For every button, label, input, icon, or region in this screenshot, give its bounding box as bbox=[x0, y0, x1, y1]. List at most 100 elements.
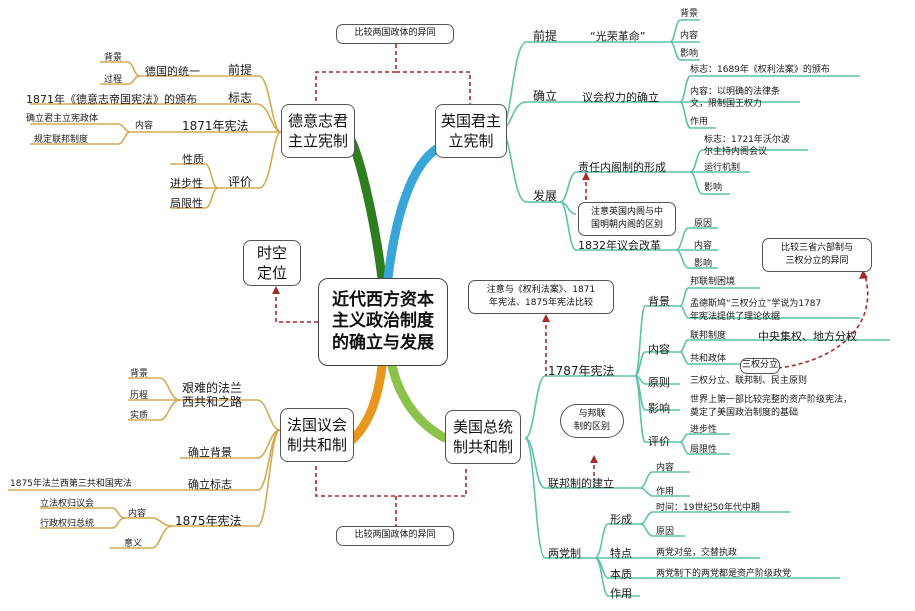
usa-compare-note: 比较三省六部制与 三权分立的异同 bbox=[762, 238, 872, 272]
usa-content: 内容 bbox=[648, 343, 670, 356]
usa-bg-a: 邦联制困境 bbox=[690, 277, 736, 287]
france-const1875: 1875年宪法 bbox=[175, 514, 242, 528]
usa-influence-l1: 世界上第一部比较完整的资产阶级宪法， bbox=[690, 395, 853, 405]
usa-republic: 共和政体 bbox=[690, 354, 727, 364]
usa-federal-text: 中央集权、地方分权 bbox=[758, 330, 857, 343]
germany-content-a: 确立君主立宪政体 bbox=[26, 114, 99, 124]
usa-title-line2: 制共和制 bbox=[452, 438, 513, 456]
compare-bottom-note: 比较两国政体的异同 bbox=[336, 526, 454, 546]
spacetime-line2: 定位 bbox=[256, 264, 287, 282]
germany-content-b: 规定联邦制度 bbox=[34, 135, 89, 145]
usa-essence-text: 两党制下的两党都是资产阶级政党 bbox=[656, 569, 792, 579]
usa-role: 作用 bbox=[610, 587, 632, 600]
usa-rights-note-line1: 注意与《权利法案》、1871 bbox=[486, 284, 596, 295]
usa-fe-b: 作用 bbox=[656, 487, 675, 497]
usa-feature-text: 两党对垒，交替执政 bbox=[656, 548, 738, 558]
france-title-line2: 制共和制 bbox=[286, 436, 347, 454]
britain-ref-c: 影响 bbox=[694, 259, 713, 269]
britain-premise: 前提 bbox=[533, 29, 558, 43]
britain-gr-c: 影响 bbox=[680, 49, 699, 59]
germany-content: 内容 bbox=[135, 121, 154, 131]
usa-rights-note-line2: 年宪法、1875年宪法比较 bbox=[489, 298, 593, 308]
center-title-line1: 近代西方资本 bbox=[332, 290, 434, 311]
germany-title-line1: 德意志君 bbox=[287, 111, 348, 130]
britain-cab-sign-l2: 尔主持内阁会议 bbox=[704, 147, 768, 157]
france-sign: 确立标志 bbox=[188, 478, 232, 491]
usa-principle: 原则 bbox=[648, 376, 670, 389]
usa-bg-b-l2: 年宪法提供了理论依据 bbox=[690, 312, 781, 322]
usa-compare-line2: 三权分立的异同 bbox=[785, 256, 849, 266]
usa-topic: 美国总统 制共和制 bbox=[445, 410, 521, 464]
britain-pa-content-l1: 内容：以明确的法律条 bbox=[690, 87, 781, 97]
usa-reason: 原因 bbox=[656, 527, 675, 537]
france-meaning: 意义 bbox=[124, 539, 143, 549]
usa-bg-b-l1: 孟德斯鸠“三权分立”学说为1787 bbox=[690, 299, 822, 309]
britain-cabinet-note: 注意英国内阁与中 国明朝内阁的区别 bbox=[578, 202, 676, 236]
usa-feature: 特点 bbox=[610, 547, 632, 560]
britain-main-branch bbox=[383, 143, 443, 283]
france-sign-text: 1875年法兰西第三共和国宪法 bbox=[10, 479, 132, 489]
britain-establish: 确立 bbox=[533, 89, 558, 103]
usa-separation-tag: 三权分立 bbox=[740, 358, 780, 374]
usa-principle-text: 三权分立、联邦制、民主原则 bbox=[690, 376, 808, 386]
usa-conf-note-line2: 制的区别 bbox=[573, 422, 610, 432]
germany-title-line2: 主立宪制 bbox=[287, 132, 348, 150]
britain-note-line1: 注意英国内阁与中 bbox=[590, 206, 663, 217]
usa-rights-note: 注意与《权利法案》、1871 年宪法、1875年宪法比较 bbox=[468, 280, 614, 314]
france-content: 内容 bbox=[128, 509, 147, 519]
france-road-b: 历程 bbox=[130, 391, 149, 401]
britain-gr-b: 内容 bbox=[680, 31, 699, 41]
spacetime-line1: 时空 bbox=[256, 243, 287, 262]
germany-unification: 德国的统一 bbox=[145, 65, 200, 78]
usa-time: 时间：19世纪50年代中期 bbox=[656, 503, 760, 513]
germany-eval-c: 局限性 bbox=[170, 197, 203, 210]
spacetime-box: 时空 定位 bbox=[243, 240, 301, 286]
britain-develop: 发展 bbox=[533, 189, 558, 203]
britain-topic: 英国君主 立宪制 bbox=[435, 104, 507, 158]
britain-note-line2: 国明朝内阁的区别 bbox=[590, 220, 663, 230]
central-topic: 近代西方资本 主义政治制度 的确立与发展 bbox=[318, 278, 448, 366]
france-road-a: 背景 bbox=[130, 369, 149, 379]
britain-gr-a: 背景 bbox=[680, 9, 699, 19]
britain-cab-sign-l1: 标志：1721年沃尔波 bbox=[704, 135, 790, 145]
compare-top-text: 比较两国政体的异同 bbox=[354, 28, 436, 39]
britain-pa-effect: 作用 bbox=[690, 117, 709, 127]
usa-influence: 影响 bbox=[648, 402, 670, 415]
usa-twoparty: 两党制 bbox=[548, 547, 581, 560]
france-road-l2: 西共和之路 bbox=[182, 395, 243, 409]
usa-evaluation: 评价 bbox=[648, 435, 670, 448]
usa-confederation-note: 与邦联 制的区别 bbox=[560, 404, 624, 438]
usa-formation: 形成 bbox=[610, 513, 632, 526]
britain-title-line1: 英国君主 bbox=[440, 111, 501, 130]
britain-glorious: “光荣革命” bbox=[590, 30, 646, 43]
germany-sign-text: 1871年《德意志帝国宪法》的颁布 bbox=[26, 93, 197, 106]
britain-cabinet: 责任内阁制的形成 bbox=[578, 161, 666, 174]
france-content-a: 立法权归议会 bbox=[40, 499, 95, 509]
center-title-line3: 的确立与发展 bbox=[332, 332, 434, 353]
britain-cab-mech: 运行机制 bbox=[704, 163, 741, 173]
compare-bottom-text: 比较两国政体的异同 bbox=[354, 530, 436, 541]
france-main-branch bbox=[347, 361, 387, 445]
france-road-c: 实质 bbox=[130, 411, 149, 421]
germany-premise: 前提 bbox=[228, 63, 253, 77]
usa-main-branch bbox=[387, 361, 450, 443]
germany-unif-bg: 背景 bbox=[104, 53, 123, 63]
usa-fe-a: 内容 bbox=[656, 463, 675, 473]
usa-eval-a: 进步性 bbox=[690, 425, 718, 435]
compare-top-note: 比较两国政体的异同 bbox=[336, 24, 454, 44]
britain-reform: 1832年议会改革 bbox=[578, 239, 661, 252]
usa-separation: 三权分立 bbox=[741, 360, 778, 371]
france-topic: 法国议会 制共和制 bbox=[280, 408, 354, 462]
britain-title-line2: 立宪制 bbox=[448, 132, 494, 150]
center-title-line2: 主义政治制度 bbox=[332, 311, 434, 332]
germany-evaluation: 评价 bbox=[228, 175, 253, 189]
britain-pa-sign: 标志：1689年《权利法案》的颁布 bbox=[690, 65, 830, 75]
germany-eval-b: 进步性 bbox=[170, 177, 203, 190]
germany-eval-a: 性质 bbox=[182, 153, 204, 166]
usa-title-line1: 美国总统 bbox=[452, 417, 513, 436]
usa-compare-line1: 比较三省六部制与 bbox=[780, 242, 853, 253]
usa-influence-l2: 奠定了美国政治制度的基础 bbox=[690, 408, 799, 418]
usa-bg: 背景 bbox=[648, 295, 670, 308]
